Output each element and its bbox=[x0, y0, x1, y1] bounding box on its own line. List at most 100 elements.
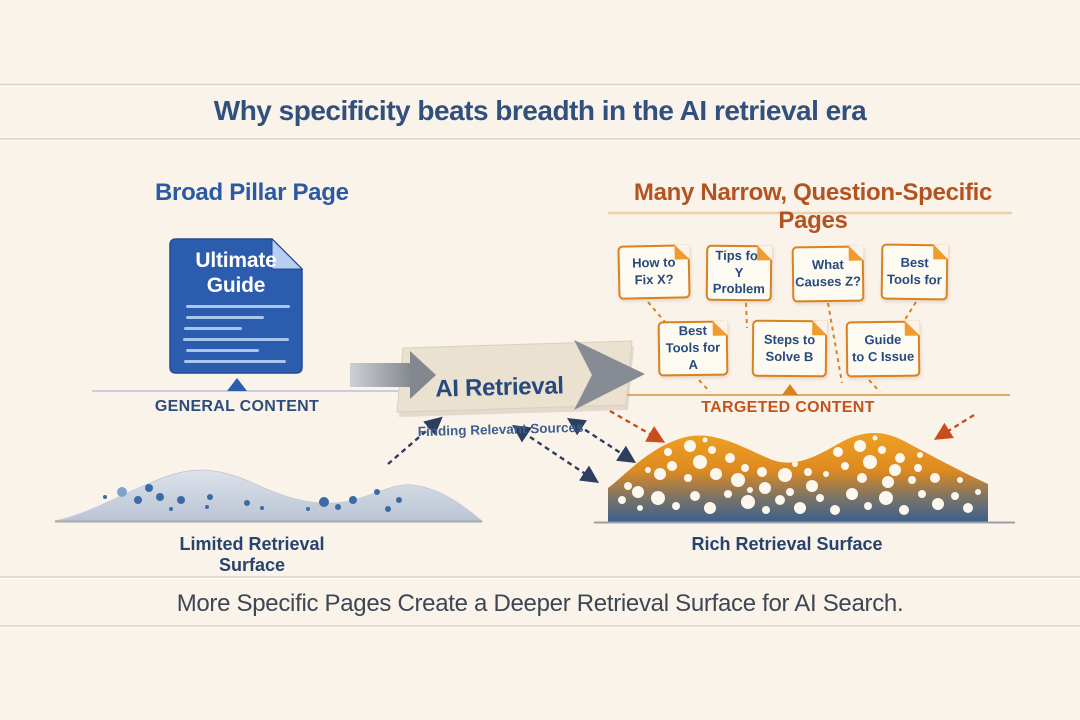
content-dot bbox=[396, 497, 402, 503]
content-dot bbox=[957, 477, 963, 483]
content-dot bbox=[260, 506, 264, 510]
content-dot bbox=[244, 500, 250, 506]
content-dot bbox=[918, 490, 926, 498]
content-dot bbox=[786, 488, 794, 496]
content-dots-sparse bbox=[103, 484, 402, 512]
content-dot bbox=[775, 495, 785, 505]
footer-caption: More Specific Pages Create a Deeper Retr… bbox=[176, 590, 904, 617]
ai-retrieval-label-group: AI Retrieval Finding Relevant Sources bbox=[401, 353, 600, 457]
document-text-lines bbox=[183, 305, 290, 363]
content-dot bbox=[117, 487, 127, 497]
content-dot bbox=[841, 462, 849, 470]
content-dot bbox=[319, 497, 329, 507]
content-dot bbox=[914, 464, 922, 472]
question-card: Steps to Solve B bbox=[751, 319, 828, 378]
content-dot bbox=[794, 502, 806, 514]
limited-retrieval-surface-mound bbox=[54, 469, 484, 523]
flow-arrow-icon bbox=[350, 340, 645, 410]
orange-dashed-arrow bbox=[609, 409, 666, 443]
content-dot bbox=[975, 489, 981, 495]
content-dot bbox=[889, 464, 901, 476]
content-dot bbox=[145, 484, 153, 492]
up-triangle-icon bbox=[227, 378, 247, 391]
content-dot bbox=[704, 502, 716, 514]
content-dot bbox=[645, 467, 651, 473]
general-content-pointer bbox=[92, 378, 420, 392]
content-dot bbox=[895, 453, 905, 463]
rich-retrieval-surface-mound bbox=[594, 433, 1015, 524]
ai-retrieval-title: AI Retrieval bbox=[434, 372, 565, 403]
navy-dashed-double-arrow bbox=[566, 418, 637, 463]
content-dot bbox=[804, 468, 812, 476]
content-dot bbox=[872, 435, 878, 441]
content-dot bbox=[917, 452, 923, 458]
content-dots-dense bbox=[618, 435, 981, 515]
content-dot bbox=[684, 474, 692, 482]
rich-surface-label: Rich Retrieval Surface bbox=[691, 534, 883, 554]
content-dot bbox=[710, 468, 722, 480]
content-dot bbox=[177, 496, 185, 504]
general-content-label: GENERAL CONTENT bbox=[154, 398, 320, 415]
content-dot bbox=[792, 461, 798, 467]
content-dot bbox=[349, 496, 357, 504]
content-dot bbox=[618, 496, 626, 504]
content-dot bbox=[624, 482, 632, 490]
content-dot bbox=[778, 468, 792, 482]
content-dot bbox=[205, 505, 209, 509]
content-dot bbox=[632, 486, 644, 498]
content-dot bbox=[667, 461, 677, 471]
content-dot bbox=[693, 455, 707, 469]
content-dot bbox=[672, 502, 680, 510]
content-dot bbox=[724, 490, 732, 498]
content-dot bbox=[806, 480, 818, 492]
content-dot bbox=[637, 505, 643, 511]
question-card: Guide to C Issue bbox=[845, 320, 921, 378]
content-dot bbox=[134, 496, 142, 504]
content-dot bbox=[725, 453, 735, 463]
broad-pillar-heading: Broad Pillar Page bbox=[155, 179, 349, 206]
question-card: Best Tools for A bbox=[657, 320, 729, 377]
question-card: How to Fix X? bbox=[617, 244, 691, 300]
content-dot bbox=[702, 437, 708, 443]
question-card: Tips for Y Problem bbox=[705, 244, 773, 302]
content-dot bbox=[654, 468, 666, 480]
content-dot bbox=[731, 473, 745, 487]
content-dot bbox=[664, 448, 672, 456]
content-dot bbox=[207, 494, 213, 500]
content-dot bbox=[385, 506, 391, 512]
targeted-content-pointer bbox=[612, 384, 1010, 396]
question-card: What Causes Z? bbox=[791, 245, 865, 303]
targeted-content-label: TARGETED CONTENT bbox=[701, 399, 875, 416]
page-title: Why specificity beats breadth in the AI … bbox=[213, 95, 867, 126]
content-dot bbox=[879, 491, 893, 505]
navy-dashed-arrow bbox=[387, 416, 443, 465]
content-dot bbox=[864, 502, 872, 510]
content-dot bbox=[741, 464, 749, 472]
retrieval-dashed-arrows bbox=[387, 409, 975, 483]
content-dot bbox=[830, 505, 840, 515]
content-dot bbox=[651, 491, 665, 505]
content-dot bbox=[759, 482, 771, 494]
content-dot bbox=[863, 455, 877, 469]
content-dot bbox=[757, 467, 767, 477]
content-dot bbox=[169, 507, 173, 511]
content-dot bbox=[747, 487, 753, 493]
up-triangle-icon bbox=[782, 384, 798, 395]
content-dot bbox=[816, 494, 824, 502]
ai-retrieval-banner bbox=[396, 340, 634, 417]
content-dot bbox=[846, 488, 858, 500]
document-fold-icon bbox=[271, 237, 304, 270]
content-dot bbox=[951, 492, 959, 500]
orange-dashed-arrow bbox=[933, 413, 975, 440]
navy-dashed-double-arrow bbox=[512, 425, 599, 483]
content-dot bbox=[741, 495, 755, 509]
content-dot bbox=[833, 447, 843, 457]
horizontal-rules bbox=[0, 83, 1080, 628]
question-card: Best Tools for bbox=[880, 243, 949, 301]
limited-surface-label: Limited Retrieval Surface bbox=[179, 534, 325, 575]
content-dot bbox=[335, 504, 341, 510]
content-dot bbox=[708, 446, 716, 454]
content-dot bbox=[306, 507, 310, 511]
